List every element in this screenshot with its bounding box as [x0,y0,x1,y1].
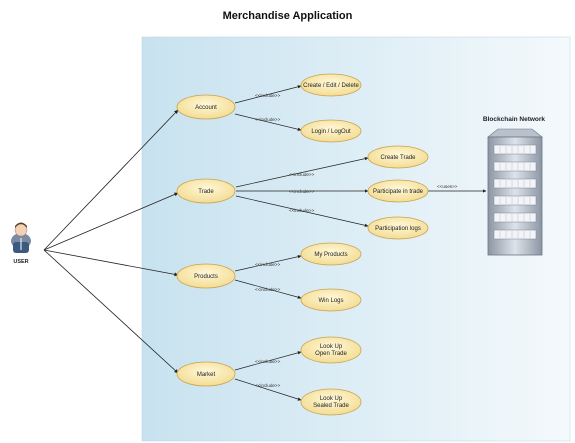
usecase-lookup-sealed-trade[interactable] [300,388,362,416]
usecase-label: Create / Edit / Delete [303,83,359,89]
usecase-label: Participation logs [375,226,421,232]
usecase-label: Participate in trade [373,189,424,195]
usecase-label: Win Logs [318,298,343,304]
server-rack-icon[interactable] [487,128,543,256]
usecase-market[interactable] [176,361,236,387]
include-label: <<include>> [289,172,315,177]
actor-label: USER [13,259,28,265]
include-label: <<include>> [255,262,281,267]
usecase-lookup-open-trade[interactable] [300,336,362,364]
include-label: <<include>> [289,189,315,194]
usecase-login-logout[interactable] [300,119,362,143]
usecase-participate-in-trade[interactable] [367,179,429,203]
blockchain-network-label: Blockchain Network [483,116,546,123]
usecase-label: Login / LogOut [311,129,351,135]
usecase-my-products[interactable] [300,242,362,266]
usecase-create-trade[interactable] [367,145,429,169]
actor-associations [43,109,179,374]
usecase-label: Market [197,372,216,378]
usecase-trade[interactable] [176,178,236,204]
usecase-win-logs[interactable] [300,288,362,312]
include-label: <<include>> [255,287,281,292]
usecase-create-edit-delete[interactable] [300,73,362,97]
include-labels: <<include>> <<include>> <<include>> <<in… [255,93,458,388]
uses-label: <<uses>> [437,184,458,189]
include-label: <<include>> [289,208,315,213]
include-label: <<include>> [255,383,281,388]
user-actor-icon[interactable] [11,222,31,254]
usecase-participation-logs[interactable] [367,216,429,240]
usecase-label: My Products [314,252,347,258]
include-label: <<include>> [255,93,281,98]
diagram-title: Merchandise Application [222,10,353,22]
usecase-account[interactable] [176,94,236,120]
include-label: <<include>> [255,117,281,122]
usecase-label: Create Trade [380,155,416,161]
usecase-label: Trade [198,189,214,195]
usecase-label: Products [194,274,218,280]
include-edges [234,85,487,401]
usecase-products[interactable] [176,263,236,289]
usecase-label: Account [195,105,217,111]
include-label: <<include>> [255,359,281,364]
